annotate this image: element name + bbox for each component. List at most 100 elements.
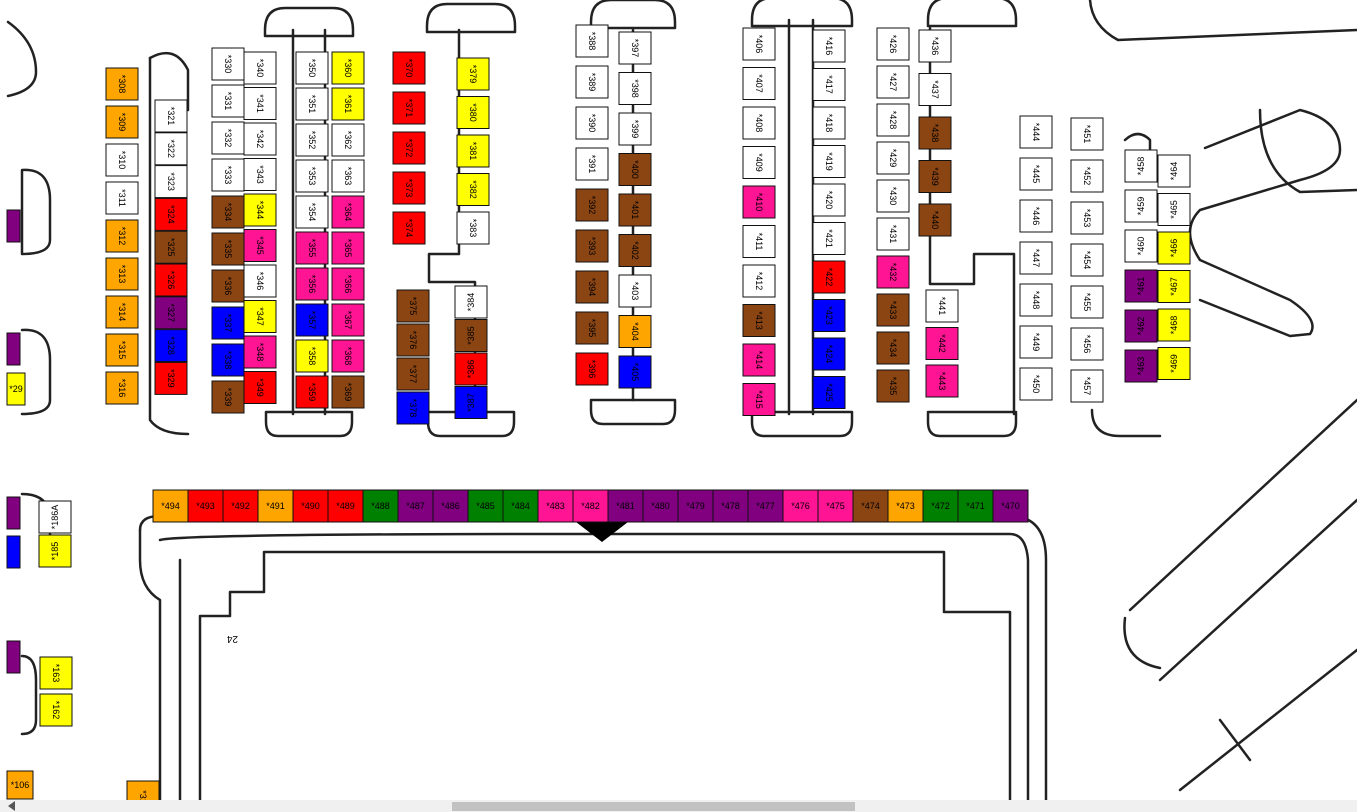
booth-330[interactable]: *330 [211, 47, 245, 81]
booth-box-310[interactable] [105, 143, 139, 177]
booth-box-324[interactable] [154, 197, 188, 231]
booth-box-397[interactable] [618, 31, 652, 65]
booth-354[interactable]: *354 [295, 195, 329, 229]
booth-box-389[interactable] [575, 65, 609, 99]
booth-box-482[interactable] [572, 489, 609, 523]
booth-box-396[interactable] [575, 352, 609, 386]
booth-329[interactable]: *329 [154, 361, 188, 395]
booth-box-473[interactable] [887, 489, 924, 523]
booth-box-381[interactable] [456, 134, 490, 168]
booth-box-185[interactable] [38, 534, 72, 568]
booth-371[interactable]: *371 [392, 91, 426, 125]
booth-435[interactable]: *435 [876, 369, 910, 403]
booth-334[interactable]: *334 [211, 195, 245, 229]
booth-340[interactable]: *340 [243, 51, 277, 85]
booth-481[interactable]: *481 [607, 489, 644, 523]
booth-452[interactable]: *452 [1070, 159, 1104, 193]
booth-478[interactable]: *478 [712, 489, 749, 523]
booth-box-429[interactable] [876, 141, 910, 175]
booth-box-341[interactable] [243, 87, 277, 120]
booth-473[interactable]: *473 [887, 489, 924, 523]
booth-box-378[interactable] [396, 391, 430, 425]
booth-box-322[interactable] [154, 132, 188, 166]
booth-box-398[interactable] [618, 72, 652, 105]
booth-box-323[interactable] [154, 165, 188, 199]
booth-438[interactable]: *438 [918, 116, 952, 150]
booth-444[interactable]: *444 [1019, 115, 1053, 149]
booth-440[interactable]: *440 [918, 203, 952, 237]
booth-345[interactable]: *345 [243, 229, 277, 262]
booth-box-312[interactable] [105, 219, 139, 253]
booth-406[interactable]: *406 [742, 27, 776, 61]
booth-box-163[interactable] [39, 656, 73, 690]
booth-375[interactable]: *375 [396, 289, 430, 323]
booth-box-369[interactable] [331, 375, 365, 409]
booth-box-357[interactable] [295, 303, 329, 337]
booth-box-365[interactable] [331, 231, 365, 265]
booth-box-444[interactable] [1019, 115, 1053, 149]
booth-462[interactable]: *462 [1124, 309, 1158, 343]
booth-box-457[interactable] [1070, 369, 1104, 403]
booth-box-325[interactable] [154, 230, 188, 264]
booth-box-406[interactable] [742, 27, 776, 61]
booth-box-417[interactable] [812, 68, 846, 101]
booth-box-353[interactable] [295, 159, 329, 193]
booth-369[interactable]: *369 [331, 375, 365, 409]
booth-box-352[interactable] [295, 123, 329, 157]
booth-450[interactable]: *450 [1019, 367, 1053, 401]
booth-394[interactable]: *394 [575, 270, 609, 304]
booth-29[interactable]: *29 [6, 372, 26, 406]
booth-box-443[interactable] [925, 364, 959, 398]
booth-365[interactable]: *365 [331, 231, 365, 265]
booth-315[interactable]: *315 [105, 333, 139, 367]
booth-box-363[interactable] [331, 159, 365, 193]
booth-box-361[interactable] [331, 87, 365, 121]
booth-404[interactable]: *404 [618, 315, 652, 348]
booth-box-478[interactable] [712, 489, 749, 523]
booth-347[interactable]: *347 [243, 300, 277, 333]
booth-box-387[interactable] [454, 386, 488, 419]
booth-417[interactable]: *417 [812, 68, 846, 101]
booth-box-347[interactable] [243, 300, 277, 333]
booth-420[interactable]: *420 [812, 183, 846, 217]
booth-342[interactable]: *342 [243, 122, 277, 156]
booth-box-359[interactable] [295, 375, 329, 409]
booth-box-455[interactable] [1070, 285, 1104, 319]
booth-box-333[interactable] [211, 158, 245, 192]
booth-357[interactable]: *357 [295, 303, 329, 337]
booth-box-434[interactable] [876, 331, 910, 365]
booth-box-356[interactable] [295, 267, 329, 301]
booth-322[interactable]: *322 [154, 132, 188, 166]
booth-box-442[interactable] [925, 327, 959, 360]
booth-box-425[interactable] [812, 376, 846, 409]
booth-box-308[interactable] [105, 67, 139, 101]
booth-box-436[interactable] [918, 29, 952, 63]
booth-box-404[interactable] [618, 315, 652, 348]
booth-box-435[interactable] [876, 369, 910, 403]
booth-box-186A[interactable] [38, 500, 72, 534]
booth-391[interactable]: *391 [575, 147, 609, 181]
booth-485[interactable]: *485 [467, 489, 504, 523]
booth-359[interactable]: *359 [295, 375, 329, 409]
booth-331[interactable]: *331 [211, 84, 245, 118]
booth-box-445[interactable] [1019, 157, 1053, 191]
booth-box-385[interactable] [454, 319, 488, 352]
booth-432[interactable]: *432 [876, 255, 910, 289]
booth-455[interactable]: *455 [1070, 285, 1104, 319]
booth-box-330[interactable] [211, 47, 245, 81]
booth-494[interactable]: *494 [152, 489, 189, 523]
booth-423[interactable]: *423 [812, 299, 846, 332]
booth-421[interactable]: *421 [812, 222, 846, 255]
booth-box-313[interactable] [105, 257, 139, 291]
booth-401[interactable]: *401 [618, 193, 652, 227]
booth-box-379[interactable] [456, 57, 490, 91]
booth-box-29[interactable] [6, 372, 26, 406]
booth-472[interactable]: *472 [922, 489, 959, 523]
booth-490[interactable]: *490 [292, 489, 329, 523]
booth-box-458[interactable] [1124, 149, 1158, 183]
booth-384[interactable]: *384 [454, 285, 488, 319]
booth-box-392[interactable] [575, 188, 609, 222]
booth-box-332[interactable] [211, 121, 245, 155]
booth-487[interactable]: *487 [397, 489, 434, 523]
booth-box-456[interactable] [1070, 327, 1104, 361]
